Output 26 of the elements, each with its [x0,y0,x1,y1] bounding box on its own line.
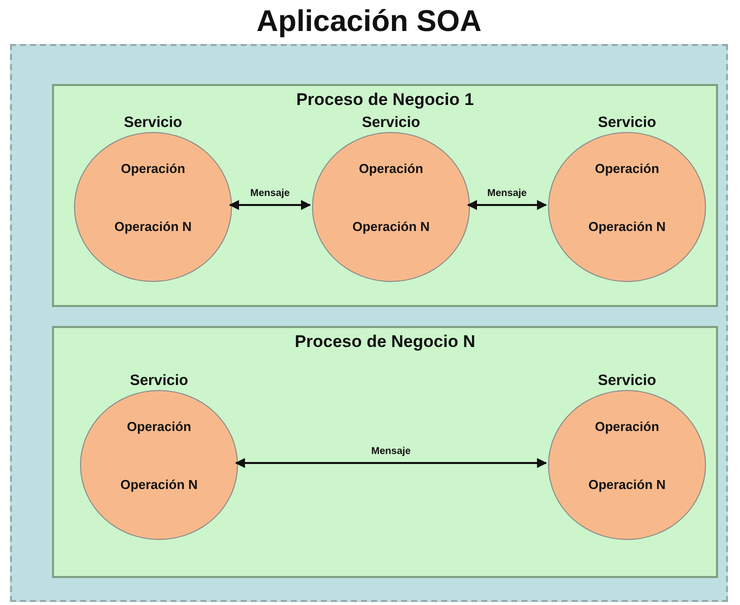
process-box [52,326,718,578]
operation-label: Operación N [587,477,667,492]
process-box [52,84,718,307]
operation-label: Operación N [113,219,193,234]
edge-label: Mensaje [485,188,529,199]
frame-title: Aplicación SOA [255,4,483,40]
operation-label: Operación [126,419,192,434]
edge-label: Mensaje [248,188,292,199]
process-title: Proceso de Negocio 1 [295,90,475,110]
operation-label: Operación [358,161,424,176]
operation-label: Operación N [119,477,199,492]
double-arrow [229,200,311,210]
service-title: Servicio [360,114,422,132]
operation-label: Operación [594,161,660,176]
process-title: Proceso de Negocio N [294,332,476,352]
double-arrow [467,200,547,210]
edge-label: Mensaje [369,446,413,457]
operation-label: Operación N [587,219,667,234]
service-title: Servicio [596,372,658,390]
service-title: Servicio [596,114,658,132]
service-title: Servicio [128,372,190,390]
operation-label: Operación N [351,219,431,234]
operation-label: Operación [594,419,660,434]
service-title: Servicio [122,114,184,132]
double-arrow [235,458,547,468]
operation-label: Operación [120,161,186,176]
